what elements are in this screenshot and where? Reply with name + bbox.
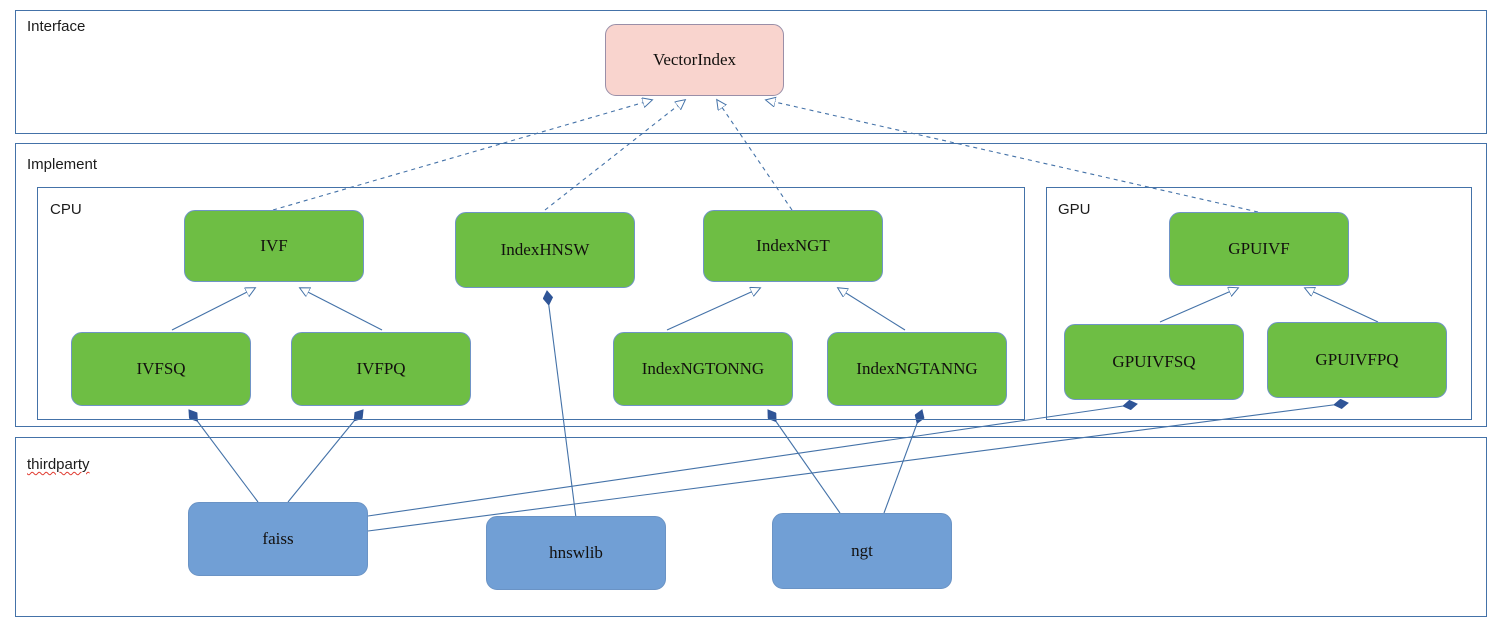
node-ivfsq[interactable]: IVFSQ bbox=[71, 332, 251, 406]
container-implement-label: Implement bbox=[27, 156, 98, 173]
container-interface-label: Interface bbox=[27, 18, 86, 35]
container-cpu bbox=[37, 187, 1025, 420]
node-ivfpq[interactable]: IVFPQ bbox=[291, 332, 471, 406]
node-ngt[interactable]: ngt bbox=[772, 513, 952, 589]
node-indexhnsw[interactable]: IndexHNSW bbox=[455, 212, 635, 288]
node-gpuivfpq[interactable]: GPUIVFPQ bbox=[1267, 322, 1447, 398]
container-cpu-label: CPU bbox=[50, 201, 82, 218]
node-hnswlib[interactable]: hnswlib bbox=[486, 516, 666, 590]
container-thirdparty bbox=[15, 437, 1487, 617]
node-vectorindex[interactable]: VectorIndex bbox=[605, 24, 784, 96]
node-indexngt[interactable]: IndexNGT bbox=[703, 210, 883, 282]
node-gpuivf[interactable]: GPUIVF bbox=[1169, 212, 1349, 286]
container-thirdparty-label: thirdparty bbox=[27, 456, 90, 473]
container-gpu bbox=[1046, 187, 1472, 420]
node-ivf[interactable]: IVF bbox=[184, 210, 364, 282]
node-indexngtanng[interactable]: IndexNGTANNG bbox=[827, 332, 1007, 406]
container-interface bbox=[15, 10, 1487, 134]
node-faiss[interactable]: faiss bbox=[188, 502, 368, 576]
node-gpuivfsq[interactable]: GPUIVFSQ bbox=[1064, 324, 1244, 400]
container-gpu-label: GPU bbox=[1058, 201, 1091, 218]
container-implement bbox=[15, 143, 1487, 427]
node-indexngtonng[interactable]: IndexNGTONNG bbox=[613, 332, 793, 406]
